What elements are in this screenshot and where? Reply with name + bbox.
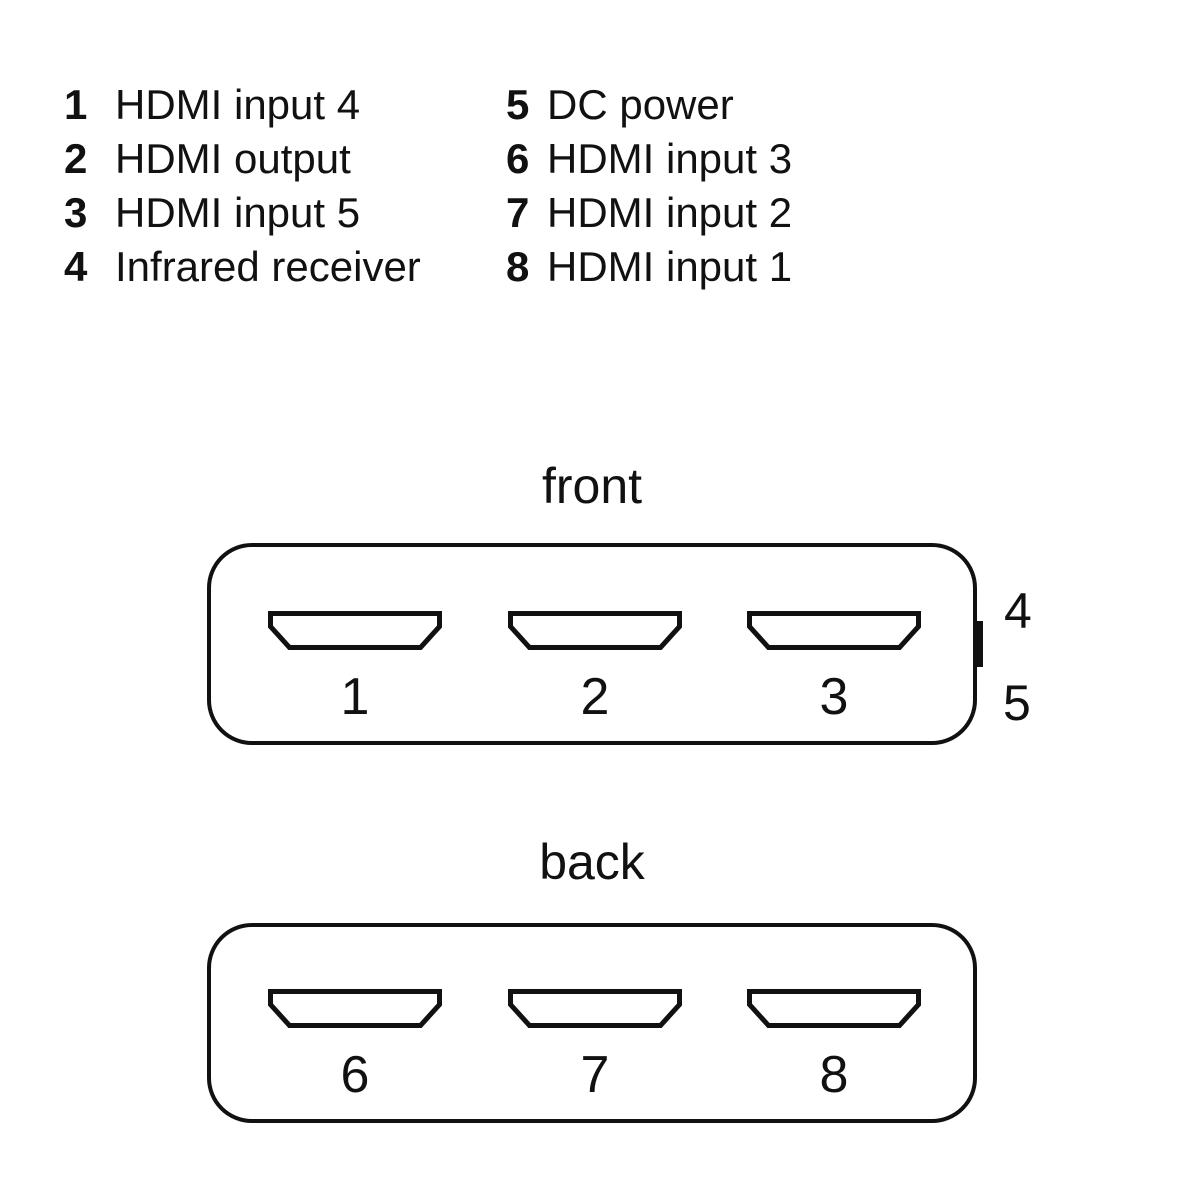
back-view-title: back <box>539 834 645 890</box>
hdmi-connector-icon <box>747 611 921 650</box>
port-number: 1 <box>340 668 370 726</box>
hdmi-port-1: 1 <box>268 611 442 723</box>
legend-label: HDMI output <box>115 135 351 182</box>
hdmi-port-6: 6 <box>268 989 442 1101</box>
legend-label: Infrared receiver <box>115 243 421 290</box>
front-panel: 1 2 3 <box>207 543 983 745</box>
legend-item-5: 5 DC power <box>506 78 792 132</box>
legend-number: 4 <box>64 243 88 290</box>
hdmi-connector-icon <box>268 989 442 1028</box>
legend-item-3: 3 HDMI input 5 <box>64 186 421 240</box>
legend-number: 5 <box>506 81 530 128</box>
legend-column-2: 5 DC power 6 HDMI input 3 7 HDMI input 2… <box>506 78 792 294</box>
legend-label: HDMI input 2 <box>547 189 793 236</box>
hdmi-port-3: 3 <box>747 611 921 723</box>
side-label-4: 4 <box>1004 583 1032 639</box>
side-label-5: 5 <box>1003 675 1031 731</box>
legend-label: HDMI input 5 <box>115 189 361 236</box>
legend-label: HDMI input 1 <box>547 243 793 290</box>
legend-number: 2 <box>64 135 88 182</box>
port-number: 3 <box>819 668 849 726</box>
legend-label: HDMI input 3 <box>547 135 793 182</box>
legend-number: 8 <box>506 243 530 290</box>
legend-item-8: 8 HDMI input 1 <box>506 240 792 294</box>
legend-item-4: 4 Infrared receiver <box>64 240 421 294</box>
legend-number: 3 <box>64 189 88 236</box>
front-view-title: front <box>541 458 643 514</box>
hdmi-port-8: 8 <box>747 989 921 1101</box>
hdmi-connector-icon <box>508 989 682 1028</box>
port-number: 2 <box>580 668 610 726</box>
legend-number: 6 <box>506 135 530 182</box>
ir-receiver-tab <box>973 621 983 667</box>
port-number: 8 <box>819 1046 849 1104</box>
legend-item-6: 6 HDMI input 3 <box>506 132 792 186</box>
legend-item-2: 2 HDMI output <box>64 132 421 186</box>
legend-item-7: 7 HDMI input 2 <box>506 186 792 240</box>
legend-label: DC power <box>547 81 734 128</box>
back-panel: 6 7 8 <box>207 923 977 1123</box>
hdmi-port-7: 7 <box>508 989 682 1101</box>
hdmi-connector-icon <box>268 611 442 650</box>
hdmi-connector-icon <box>508 611 682 650</box>
port-number: 7 <box>580 1046 610 1104</box>
legend-label: HDMI input 4 <box>115 81 361 128</box>
hdmi-connector-icon <box>747 989 921 1028</box>
port-number: 6 <box>340 1046 370 1104</box>
legend-number: 1 <box>64 81 88 128</box>
hdmi-port-2: 2 <box>508 611 682 723</box>
legend-column-1: 1 HDMI input 4 2 HDMI output 3 HDMI inpu… <box>64 78 421 294</box>
legend-number: 7 <box>506 189 530 236</box>
legend-item-1: 1 HDMI input 4 <box>64 78 421 132</box>
